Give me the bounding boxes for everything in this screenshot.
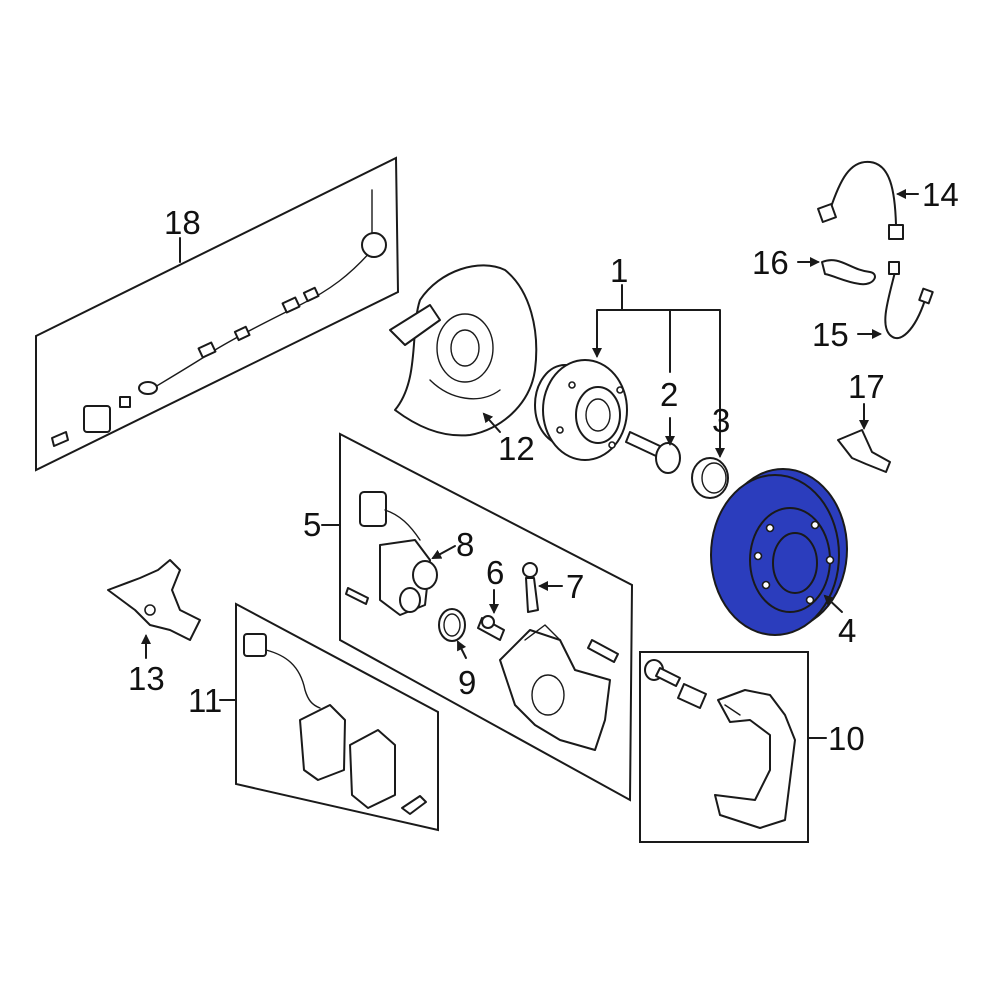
callout-1: 1 — [610, 252, 628, 289]
callout-15: 15 — [812, 316, 849, 353]
callout-6: 6 — [486, 554, 504, 591]
callout-2: 2 — [660, 376, 678, 413]
part-3-dust-cap[interactable] — [691, 457, 729, 499]
part-17-sensor[interactable] — [837, 429, 891, 473]
part-13-bracket[interactable] — [107, 559, 201, 641]
callout-3: 3 — [712, 402, 730, 439]
part-2-hub-bolt[interactable] — [625, 431, 681, 474]
caliper-bolt[interactable] — [587, 639, 619, 663]
part-18-wheel-speed-sensor-group[interactable] — [35, 156, 400, 472]
callout-12: 12 — [498, 430, 535, 467]
carrier-bolt[interactable] — [644, 659, 681, 687]
caliper-carrier[interactable] — [714, 689, 796, 829]
part-15-brake-line[interactable] — [884, 261, 934, 340]
brake-pad-inner[interactable] — [299, 704, 346, 781]
part-7-guide-pin[interactable] — [522, 562, 539, 613]
pad-clip[interactable] — [401, 795, 427, 815]
brake-pad-outer[interactable] — [349, 729, 396, 809]
part-12-dust-shield[interactable] — [389, 264, 538, 437]
part-14-brake-hose[interactable] — [817, 160, 904, 240]
callout-5: 5 — [303, 506, 321, 543]
callout-13: 13 — [128, 660, 165, 697]
caliper-body[interactable] — [499, 624, 611, 751]
part-8-caliper-motor[interactable] — [359, 491, 438, 616]
part-9-o-ring[interactable] — [438, 608, 466, 642]
wear-sensor[interactable] — [243, 633, 321, 709]
callout-10: 10 — [828, 720, 865, 757]
callout-14: 14 — [922, 176, 959, 213]
part-4-brake-rotor[interactable] — [710, 468, 848, 636]
callout-7: 7 — [566, 568, 584, 605]
callout-9: 9 — [458, 664, 476, 701]
callout-8: 8 — [456, 526, 474, 563]
callout-17: 17 — [848, 368, 885, 405]
caliper-screw[interactable] — [345, 587, 369, 605]
callout-4: 4 — [838, 612, 856, 649]
guide-boot[interactable] — [677, 683, 707, 709]
callout-11: 11 — [188, 682, 222, 719]
callout-18: 18 — [164, 204, 201, 241]
part-6-bleeder-screw[interactable] — [477, 615, 505, 641]
part-1-hub-bearing[interactable] — [534, 359, 628, 461]
callout-16: 16 — [752, 244, 789, 281]
part-16-hose-bracket[interactable] — [821, 259, 876, 286]
